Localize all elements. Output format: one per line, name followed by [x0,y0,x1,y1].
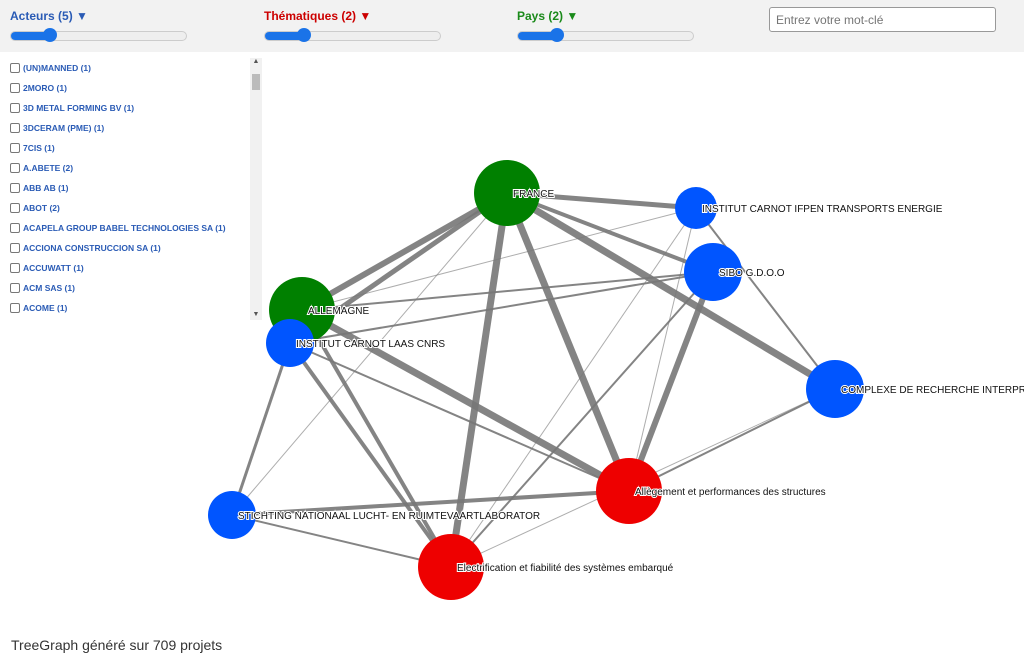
edge-fr-sibo [506,191,714,274]
edge-nlr-alleg [231,489,630,517]
slider-knob[interactable] [296,28,311,42]
edge-laas-alleg [289,342,630,492]
filter-toggle-1[interactable]: Thématiques (2) ▼ [264,9,372,23]
edge-fr-alleg [503,191,633,493]
node-cri[interactable] [806,360,864,418]
actor-label: ABB AB (1) [23,183,69,193]
node-label-alleg: Allègement et performances des structure… [635,487,826,498]
node-label-de: ALLEMAGNE [308,306,369,317]
node-label-nlr: STICHTING NATIONAAL LUCHT- EN RUIMTEVAAR… [238,511,540,522]
node-label-cri: COMPLEXE DE RECHERCHE INTERPROFESSIONNEL [841,385,1024,396]
node-label-sibo: SIBO G.D.O.O [719,268,785,279]
actor-label: ACCUWATT (1) [23,263,84,273]
checkbox[interactable] [10,263,20,273]
edge-laas-sibo [289,271,714,344]
actor-list-item[interactable]: 2MORO (1) [4,78,264,98]
edge-ifpen-elec [450,207,697,568]
edge-fr-de [300,190,509,313]
actor-label: 7CIS (1) [23,143,55,153]
actor-list-item[interactable]: ACCIONA CONSTRUCCION SA (1) [4,238,264,258]
scroll-down-icon[interactable]: ▼ [252,311,260,318]
actor-list-item[interactable]: ACAPELA GROUP BABEL TECHNOLOGIES SA (1) [4,218,264,238]
keyword-search-input[interactable] [769,7,996,32]
edge-fr-cri [505,189,837,393]
actor-label: ACCIONA CONSTRUCCION SA (1) [23,243,161,253]
edge-sibo-alleg [626,270,716,493]
edge-ifpen-alleg [628,207,697,492]
actor-label: A.ABETE (2) [23,163,74,173]
node-elec[interactable] [418,534,484,600]
actor-list-item[interactable]: 3D METAL FORMING BV (1) [4,98,264,118]
node-label-fr: FRANCE [513,189,554,200]
node-ifpen[interactable] [675,187,717,229]
scrollbar-thumb[interactable] [252,74,260,90]
node-alleg[interactable] [596,458,662,524]
actor-label: ACOME (1) [23,303,68,313]
actor-label: (UN)MANNED (1) [23,63,91,73]
scroll-up-icon[interactable]: ▲ [252,58,260,65]
filter-toggle-2[interactable]: Pays (2) ▼ [517,9,579,23]
actor-list: (UN)MANNED (1) 2MORO (1) 3D METAL FORMING … [4,58,264,320]
checkbox[interactable] [10,203,20,213]
actor-list-item[interactable]: ACM SAS (1) [4,278,264,298]
actor-label: 3D METAL FORMING BV (1) [23,103,135,113]
actor-label: ABOT (2) [23,203,60,213]
filter-slider-0[interactable] [10,28,187,42]
checkbox[interactable] [10,183,20,193]
actor-list-item[interactable]: 7CIS (1) [4,138,264,158]
checkbox[interactable] [10,243,20,253]
edge-de-alleg [300,306,631,495]
actor-label: ACM SAS (1) [23,283,75,293]
actor-list-item[interactable]: ACCUWATT (1) [4,258,264,278]
checkbox[interactable] [10,123,20,133]
actor-list-item[interactable]: ABOT (2) [4,198,264,218]
edge-de-elec [300,308,453,569]
edge-nlr-elec [231,514,452,568]
checkbox[interactable] [10,283,20,293]
actor-list-item[interactable]: ABB AB (1) [4,178,264,198]
actor-list-scrollbar[interactable]: ▲ ▼ [250,58,262,320]
edge-laas-elec [288,341,453,569]
edge-ifpen-cri [695,207,836,390]
footer-text: TreeGraph généré sur 709 projets [11,637,223,653]
actor-label: 3DCERAM (PME) (1) [23,123,105,133]
actor-list-item[interactable]: (UN)MANNED (1) [4,58,264,78]
checkbox[interactable] [10,63,20,73]
actor-list-item[interactable]: ACOME (1) [4,298,264,318]
edge-de-sibo [301,271,714,311]
edge-laas-nlr [230,342,292,516]
actor-list-item[interactable]: A.ABETE (2) [4,158,264,178]
edge-de-ifpen [301,207,697,311]
edge-cri-alleg [628,388,836,492]
checkbox[interactable] [10,143,20,153]
node-label-ifpen: INSTITUT CARNOT IFPEN TRANSPORTS ENERGIE [702,204,943,215]
filter-slider-1[interactable] [264,28,441,42]
node-sibo[interactable] [684,243,742,301]
slider-knob[interactable] [42,28,57,42]
node-nlr[interactable] [208,491,256,539]
checkbox[interactable] [10,303,20,313]
edge-fr-nlr [231,192,508,516]
checkbox[interactable] [10,83,20,93]
actor-label: 2MORO (1) [23,83,67,93]
actor-label: ACAPELA GROUP BABEL TECHNOLOGIES SA (1) [23,223,226,233]
filter-toggle-0[interactable]: Acteurs (5) ▼ [10,9,88,23]
node-fr[interactable] [474,160,540,226]
filter-slider-2[interactable] [517,28,694,42]
node-label-laas: INSTITUT CARNOT LAAS CNRS [296,339,445,350]
filter-bar: Acteurs (5) ▼ Thématiques (2) ▼ Pays (2) ▼ [0,0,1024,52]
edge-fr-elec [447,192,511,568]
node-laas[interactable] [266,319,314,367]
checkbox[interactable] [10,223,20,233]
checkbox[interactable] [10,103,20,113]
actor-list-item[interactable]: 3DCERAM (PME) (1) [4,118,264,138]
checkbox[interactable] [10,163,20,173]
slider-knob[interactable] [549,28,564,42]
node-label-elec: Electrification et fiabilité des système… [457,563,674,574]
